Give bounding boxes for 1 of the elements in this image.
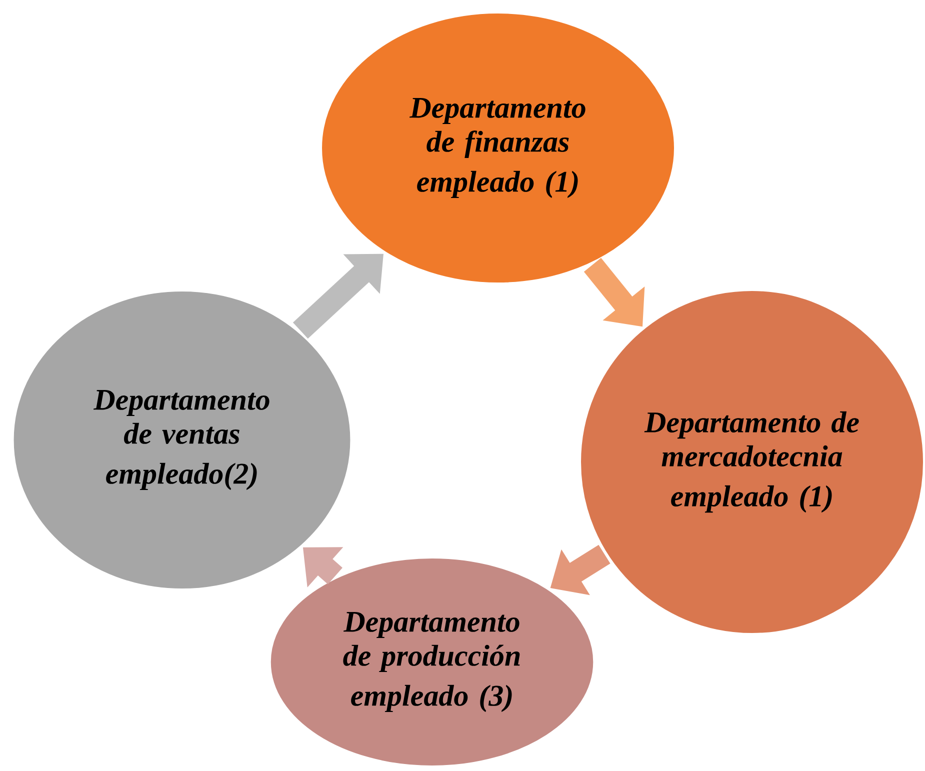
block-arrow (292, 254, 384, 339)
